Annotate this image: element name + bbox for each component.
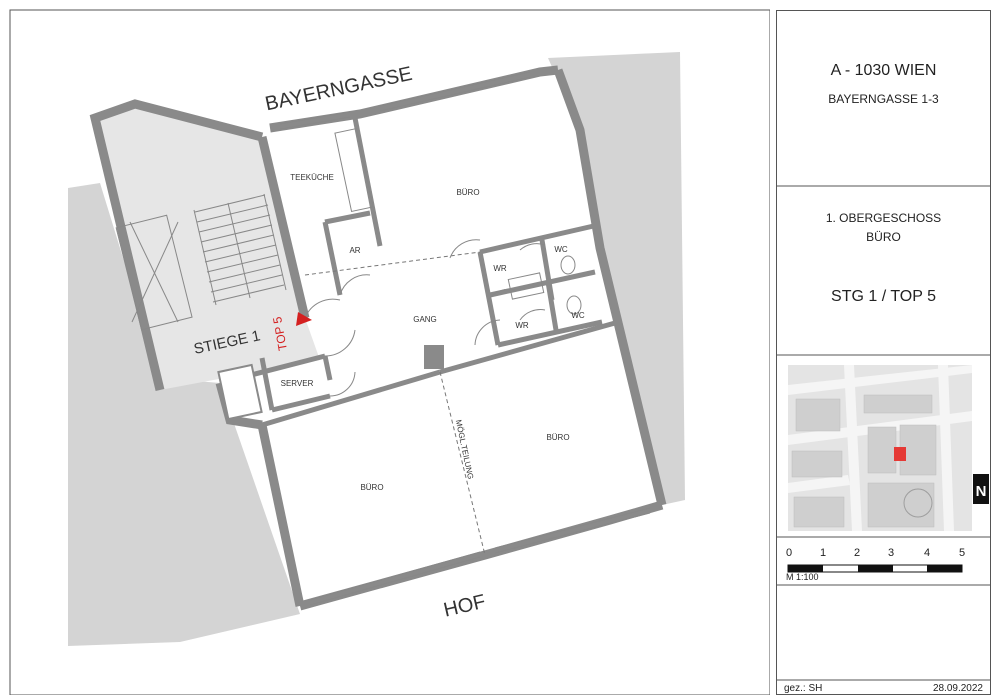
landing-box: [217, 363, 263, 421]
room-server: SERVER: [281, 379, 314, 388]
door-swings: [304, 239, 546, 397]
room-corridor: GANG: [413, 315, 437, 324]
unit-label: STG 1 / TOP 5: [831, 288, 936, 305]
map-highlight: [894, 447, 906, 461]
scale-tick-5: 5: [959, 547, 966, 559]
scale-tick-4: 4: [924, 547, 931, 559]
room-storage: AR: [349, 246, 360, 255]
room-wc-upper: WC: [554, 245, 568, 254]
windows: [279, 71, 651, 606]
room-wr-lower: WR: [515, 321, 529, 330]
neighbor-building-left: [68, 183, 300, 646]
room-kitchen: TEEKÜCHE: [290, 173, 334, 182]
scale-tick-1: 1: [820, 547, 827, 559]
usage-label: BÜRO: [866, 230, 901, 244]
stair-hall: [95, 104, 320, 390]
north-arrow-icon: N: [973, 474, 989, 504]
entrance-marker-icon: [296, 312, 312, 326]
title-block: A - 1030 WIEN BAYERNGASSE 1-3 1. OBERGES…: [776, 10, 991, 695]
scale-tick-0: 0: [786, 547, 793, 559]
partition-note: MÖGL.TEILUNG: [454, 419, 475, 480]
exterior-walls: [89, 65, 667, 611]
scale-bar: 0 1 2 3 4 5 M 1:100: [776, 545, 991, 585]
staircase: [115, 193, 287, 331]
title-block-frame: [776, 10, 991, 695]
unit-marker-label: TOP 5: [270, 315, 290, 351]
scale-tick-3: 3: [888, 547, 895, 559]
interior-walls: [219, 117, 616, 428]
room-office-top: BÜRO: [456, 188, 479, 197]
fixtures: [334, 127, 582, 315]
scale-tick-2: 2: [854, 547, 861, 559]
room-office-left: BÜRO: [360, 483, 383, 492]
room-wc-lower: WC: [571, 311, 585, 320]
courtyard-label: HOF: [442, 591, 488, 622]
location-map: [788, 365, 972, 531]
neighbor-building-right: [548, 52, 685, 505]
city-label: A - 1030 WIEN: [830, 62, 937, 79]
room-office-right: BÜRO: [546, 433, 569, 442]
drawn-by: gez.: SH: [784, 683, 823, 694]
room-wr-upper: WR: [493, 264, 507, 273]
address-label: BAYERNGASSE 1-3: [828, 92, 939, 106]
structural-column: [424, 345, 444, 369]
drawing-date: 28.09.2022: [932, 683, 983, 694]
north-label: N: [976, 483, 987, 500]
scale-text: M 1:100: [786, 572, 819, 582]
drawing-frame: [9, 9, 770, 695]
floor-label: 1. OBERGESCHOSS: [825, 211, 942, 225]
floor-plan: BAYERNGASSE HOF STIEGE 1 TOP 5 TEEKÜCHE …: [9, 9, 770, 695]
